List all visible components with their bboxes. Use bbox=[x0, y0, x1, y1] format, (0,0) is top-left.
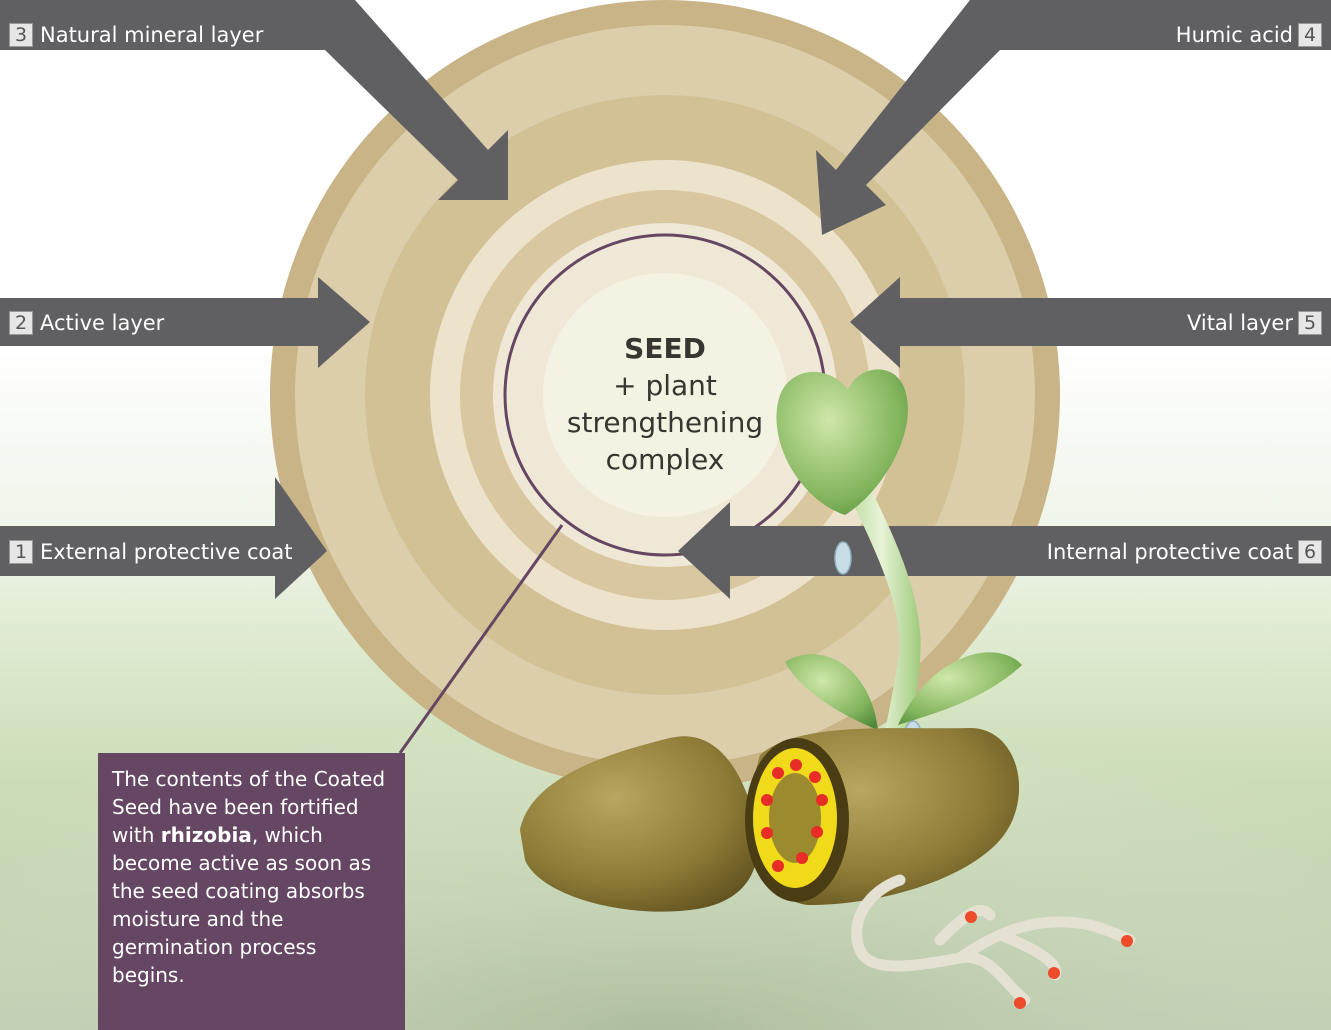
rhizobia-dot bbox=[809, 771, 821, 783]
note-text-after: , which become active as soon as the see… bbox=[112, 823, 372, 987]
cotyledon-leaf bbox=[776, 369, 908, 515]
label-5-text: Vital layer bbox=[1186, 311, 1293, 335]
note-text-before: The contents of the Coated Seed have bee… bbox=[112, 767, 386, 847]
rhizobia-dot bbox=[761, 827, 773, 839]
arrow-2 bbox=[0, 277, 370, 368]
label-5: Vital layer 5 bbox=[1187, 311, 1322, 335]
label-5-number: 5 bbox=[1298, 311, 1322, 335]
arrow-4 bbox=[816, 0, 1331, 235]
right-leaf bbox=[898, 652, 1022, 725]
water-drop-icon bbox=[834, 541, 852, 575]
seed-title: SEED bbox=[624, 332, 706, 365]
stem bbox=[842, 472, 921, 790]
label-2-number: 2 bbox=[9, 311, 33, 335]
rhizobia-dots bbox=[761, 759, 828, 872]
label-4-text: Humic acid bbox=[1175, 23, 1293, 47]
label-6: Internal protective coat 6 bbox=[1047, 540, 1322, 564]
label-3-number: 3 bbox=[9, 23, 33, 47]
label-1-number: 1 bbox=[9, 540, 33, 564]
root-nodule bbox=[965, 911, 977, 923]
seed-core bbox=[543, 273, 787, 517]
root-nodule bbox=[1014, 997, 1026, 1009]
rhizobia-dot bbox=[772, 860, 784, 872]
root-nodule bbox=[1121, 935, 1133, 947]
label-4: Humic acid 4 bbox=[1176, 23, 1322, 47]
seedling-illustration bbox=[520, 369, 1136, 1009]
seed-subtitle-line-1: + plant bbox=[613, 369, 717, 402]
rhizobia-dot bbox=[790, 759, 802, 771]
rhizobia-dot bbox=[772, 767, 784, 779]
arrows bbox=[0, 0, 1331, 599]
arrow-6 bbox=[678, 502, 1331, 599]
seed-half-left bbox=[520, 736, 758, 912]
rhizobia-dot bbox=[761, 794, 773, 806]
rhizobia-note: The contents of the Coated Seed have bee… bbox=[98, 753, 405, 1030]
label-2: 2 Active layer bbox=[9, 311, 164, 335]
label-3: 3 Natural mineral layer bbox=[9, 23, 263, 47]
seed-cross-section-core bbox=[769, 773, 821, 863]
arrow-5 bbox=[850, 277, 1331, 368]
label-4-number: 4 bbox=[1298, 23, 1322, 47]
label-1: 1 External protective coat bbox=[9, 540, 292, 564]
label-1-text: External protective coat bbox=[40, 540, 293, 564]
root-nodule bbox=[1048, 967, 1060, 979]
seed-subtitle-line-3: complex bbox=[605, 443, 725, 476]
label-2-text: Active layer bbox=[40, 311, 165, 335]
label-6-number: 6 bbox=[1298, 540, 1322, 564]
root-nodules bbox=[965, 911, 1133, 1009]
pointer-line bbox=[398, 524, 564, 754]
rhizobia-dot bbox=[811, 826, 823, 838]
arrow-1 bbox=[0, 477, 327, 599]
seed-subtitle-line-2: strengthening bbox=[566, 406, 764, 439]
arrow-3 bbox=[0, 0, 508, 200]
seed-label: SEED + plant strengthening complex bbox=[545, 330, 785, 478]
rhizobia-dot bbox=[796, 852, 808, 864]
note-text-bold: rhizobia bbox=[160, 823, 252, 847]
label-3-text: Natural mineral layer bbox=[40, 23, 264, 47]
rhizobia-dot bbox=[816, 794, 828, 806]
label-6-text: Internal protective coat bbox=[1046, 540, 1293, 564]
left-leaf bbox=[785, 654, 878, 730]
